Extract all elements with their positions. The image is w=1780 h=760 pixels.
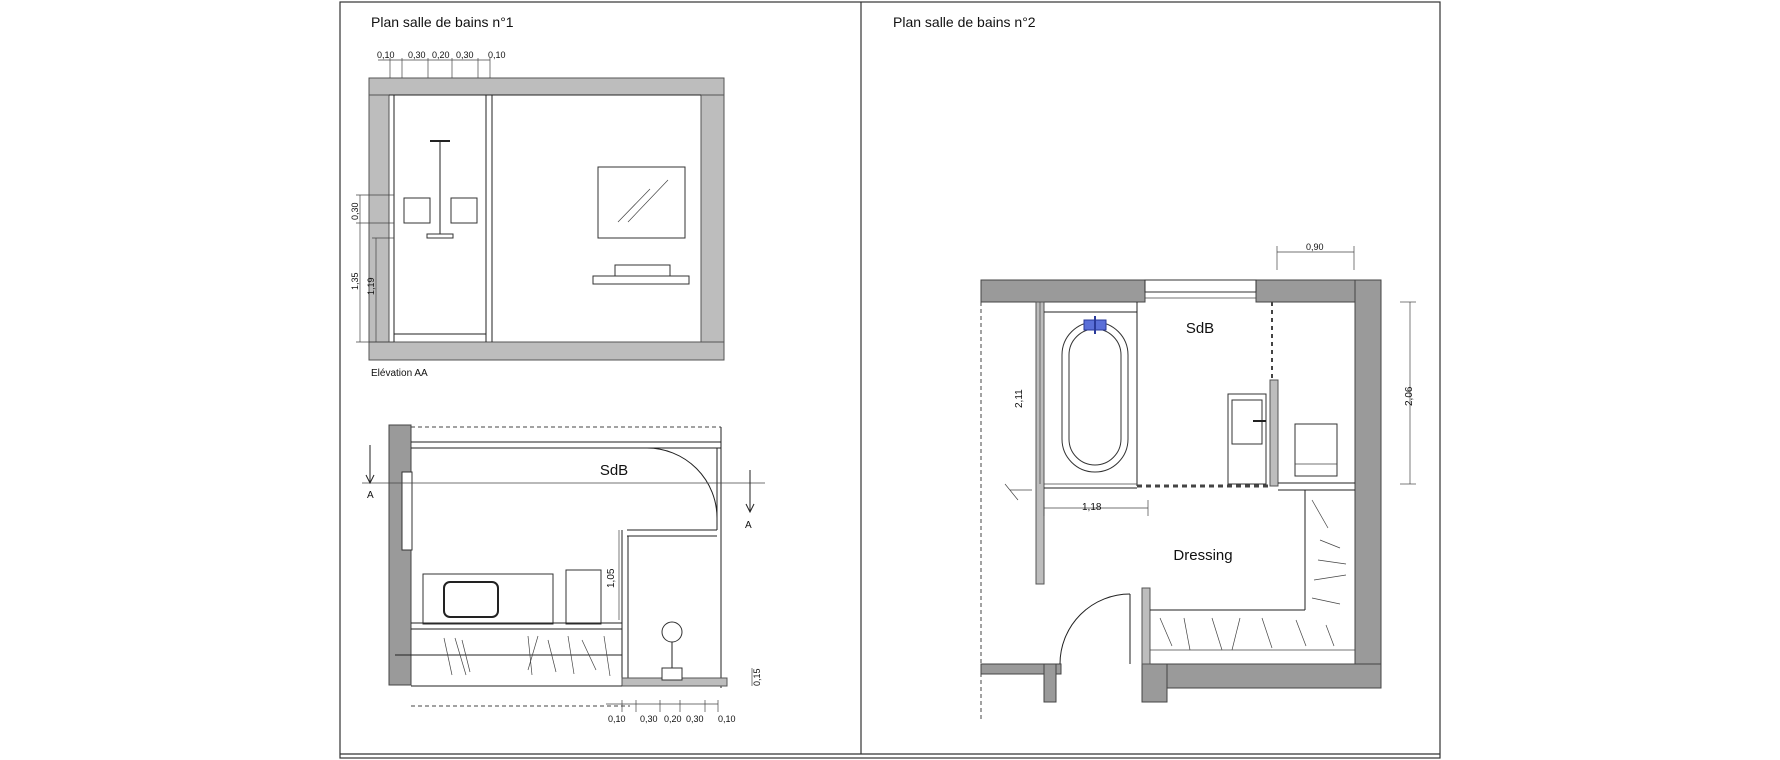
plan1-bottom-dim-3: 0,20 [664, 714, 682, 724]
plan2-room-dressing: Dressing [1173, 547, 1232, 564]
section-marker-right: A [745, 520, 752, 531]
plan1-dim-right: 0,15 [752, 668, 762, 686]
floor-plan-2 [980, 246, 1416, 720]
elev-dim-v3: 1,19 [366, 277, 376, 295]
left-panel-title: Plan salle de bains n°1 [371, 14, 514, 30]
elev-dim-3: 0,20 [432, 50, 450, 60]
plan1-bottom-dim-1: 0,10 [608, 714, 626, 724]
plan1-bottom-dim-5: 0,10 [718, 714, 736, 724]
elev-dim-5: 0,10 [488, 50, 506, 60]
plan1-bottom-dim-4: 0,30 [686, 714, 704, 724]
elev-dim-2: 0,30 [408, 50, 426, 60]
plan2-dim-right: 2,06 [1404, 386, 1415, 406]
plan1-room-label: SdB [600, 462, 628, 479]
plan2-dim-bath: 1,18 [1082, 502, 1102, 513]
floor-plan-1: SdB 1,05 0,15 [362, 424, 765, 712]
plan2-room-sdb: SdB [1186, 320, 1214, 337]
section-marker-left: A [367, 490, 374, 501]
right-panel-title: Plan salle de bains n°2 [893, 14, 1036, 30]
plan2-dim-top: 0,90 [1306, 242, 1324, 252]
elev-dim-v1: 0,30 [350, 202, 360, 220]
plan1-bottom-dim-2: 0,30 [640, 714, 658, 724]
plan1-dim-vertical: 1,05 [606, 568, 617, 588]
elev-dim-v2: 1,35 [350, 272, 360, 290]
elevation-label: Elévation AA [371, 368, 428, 379]
sheet-frame [339, 1, 1441, 759]
elevation-aa: 0,10 0,30 0,20 0,30 0,10 0,30 1,35 1,19 [350, 50, 725, 361]
elev-dim-4: 0,30 [456, 50, 474, 60]
plan2-dim-left: 2,11 [1014, 389, 1025, 408]
elev-dim-1: 0,10 [377, 50, 395, 60]
